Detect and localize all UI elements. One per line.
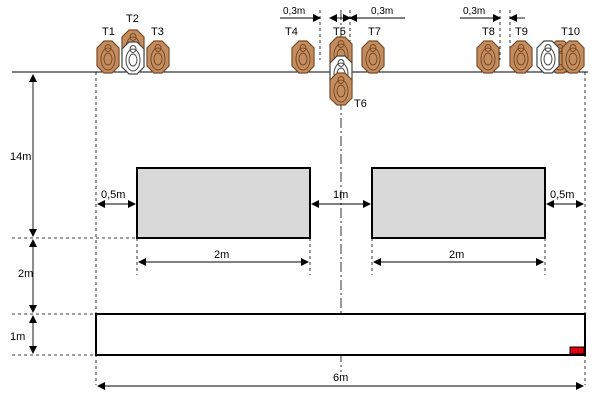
- target-ring: [368, 52, 378, 66]
- target-body: [121, 41, 145, 75]
- target-head: [337, 76, 345, 84]
- red-marker: [569, 346, 585, 355]
- target-ring: [513, 47, 529, 71]
- dim-label-top-gap-mid: 0,3m: [371, 6, 393, 17]
- target-ring: [125, 48, 141, 72]
- target-ring: [568, 52, 578, 66]
- target-ring: [128, 53, 138, 67]
- target-box-left: [136, 167, 311, 239]
- dim-label-depth-box: 1m: [10, 331, 25, 343]
- target-body: [509, 40, 533, 74]
- label-t8: T8: [482, 26, 495, 38]
- target-ring: [150, 47, 166, 71]
- dim-label-side-right: 0,5m: [550, 189, 574, 201]
- target-ring: [483, 52, 493, 66]
- label-t6: T6: [354, 98, 367, 110]
- target-body: [96, 40, 120, 74]
- target-ring: [153, 52, 163, 66]
- target-t4-icon: [291, 40, 315, 74]
- target-head: [369, 44, 377, 52]
- label-t1: T1: [102, 26, 115, 38]
- target-box-right: [371, 167, 546, 239]
- dim-label-depth-mid: 2m: [18, 268, 33, 280]
- target-head: [337, 59, 345, 67]
- target-head: [544, 44, 552, 52]
- label-t9: T9: [515, 26, 528, 38]
- label-t7: T7: [368, 26, 381, 38]
- target-body: [146, 40, 170, 74]
- label-t5: T5: [333, 26, 346, 38]
- target-ring: [516, 52, 526, 66]
- target-t6-icon: [329, 72, 353, 106]
- label-t2: T2: [126, 13, 139, 25]
- label-t3: T3: [151, 26, 164, 38]
- target-ring: [365, 47, 381, 71]
- label-t10: T10: [561, 26, 580, 38]
- target-t7-icon: [361, 40, 385, 74]
- target-body: [561, 40, 585, 74]
- target-body: [536, 40, 560, 74]
- target-labels: T1 T2 T3 T4 T5 T6 T7 T8 T9 T10: [102, 13, 580, 110]
- target-ring: [543, 52, 553, 66]
- target-body: [291, 40, 315, 74]
- target-t1-icon: [96, 40, 120, 74]
- target-head: [337, 40, 345, 48]
- target-body: [476, 40, 500, 74]
- target-ring: [103, 52, 113, 66]
- target-body: [329, 72, 353, 106]
- target-ring: [333, 79, 349, 103]
- target-ring: [298, 52, 308, 66]
- target-ring: [100, 47, 116, 71]
- target-t8-icon: [476, 40, 500, 74]
- dim-label-center-gap: 1m: [333, 189, 348, 201]
- target-head: [299, 44, 307, 52]
- target-ring: [565, 47, 581, 71]
- target-t9-icon: [509, 40, 533, 74]
- target-ring: [295, 47, 311, 71]
- target-head: [154, 44, 162, 52]
- target-head: [517, 44, 525, 52]
- target-head: [129, 45, 137, 53]
- bottom-box: [95, 313, 586, 356]
- dim-label-overall-width: 6m: [333, 372, 348, 384]
- target-t10-icon: [561, 40, 585, 74]
- target-ring: [336, 84, 346, 98]
- dim-label-width-left: 2m: [214, 249, 229, 261]
- target-head: [569, 44, 577, 52]
- dim-label-width-right: 2m: [449, 249, 464, 261]
- target-ring: [480, 47, 496, 71]
- target-t2w-icon: [121, 41, 145, 75]
- label-t4: T4: [285, 26, 298, 38]
- target-t9w-icon: [536, 40, 560, 74]
- target-head: [129, 33, 137, 41]
- dim-label-top-gap-left: 0,3m: [283, 6, 305, 17]
- dim-label-depth-total: 14m: [10, 151, 31, 163]
- target-head: [104, 44, 112, 52]
- targets-group: [96, 29, 585, 106]
- target-head: [484, 44, 492, 52]
- dim-label-side-left: 0,5m: [101, 189, 125, 201]
- dim-label-top-gap-right: 0,3m: [463, 6, 485, 17]
- target-t3-icon: [146, 40, 170, 74]
- target-body: [361, 40, 385, 74]
- target-ring: [540, 47, 556, 71]
